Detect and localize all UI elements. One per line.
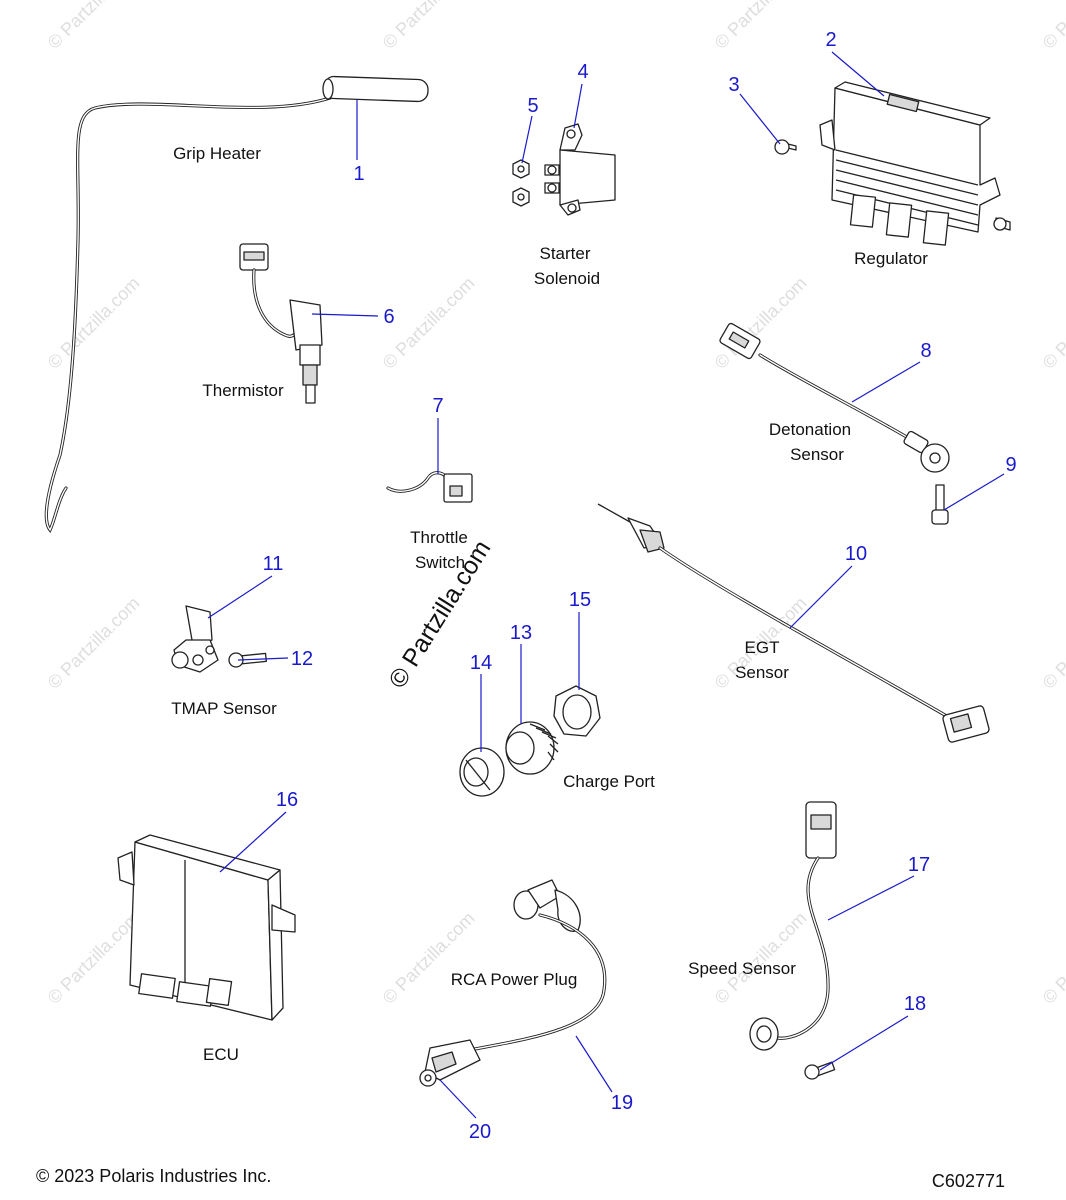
detonation-sensor-part	[719, 322, 950, 473]
watermark: © Partzilla.com	[1039, 908, 1066, 1008]
callout-10: 10	[845, 543, 867, 565]
label-egt-line2: Sensor	[735, 663, 789, 682]
callout-7: 7	[432, 395, 443, 417]
leader-line-8	[851, 361, 921, 403]
charge-port-cap-part-14	[459, 747, 505, 797]
callout-numbers: 1 2 3 4 5 6 7 8 9 10 11 12 13 14 15 16 1…	[263, 29, 1017, 1143]
callout-8: 8	[920, 340, 931, 362]
callout-14: 14	[470, 652, 492, 674]
bolt-part-18	[804, 1061, 836, 1080]
charge-port-part	[505, 721, 559, 775]
label-throttle-line2: Switch	[415, 553, 465, 572]
part-labels: Grip Heater Regulator Starter Solenoid T…	[171, 144, 928, 1064]
watermark: © Partzilla.com	[1039, 593, 1066, 693]
label-egt-line1: EGT	[745, 638, 780, 657]
watermark: © Partzilla.com	[379, 0, 479, 53]
watermark: © Partzilla.com	[44, 273, 144, 373]
label-speed-sensor: Speed Sensor	[688, 959, 796, 978]
watermark: © Partzilla.com	[379, 908, 479, 1008]
watermark: © Partzilla.com	[711, 908, 811, 1008]
egt-sensor-part	[597, 503, 990, 743]
leader-line-16	[219, 811, 287, 873]
leader-line-18	[819, 1015, 909, 1071]
leader-line-2	[831, 51, 885, 97]
throttle-switch-part	[386, 471, 473, 503]
leader-line-6	[311, 313, 379, 317]
label-throttle-line1: Throttle	[410, 528, 468, 547]
callout-15: 15	[569, 589, 591, 611]
callout-11: 11	[263, 553, 284, 575]
callout-9: 9	[1005, 454, 1016, 476]
leader-line-20	[439, 1079, 477, 1119]
label-detonation-line2: Sensor	[790, 445, 844, 464]
leader-line-11	[207, 575, 273, 619]
label-thermistor: Thermistor	[202, 381, 284, 400]
watermark: © Partzilla.com	[44, 908, 144, 1008]
speed-sensor-part	[749, 801, 837, 1051]
nut-part-5	[512, 159, 530, 207]
callout-18: 18	[904, 993, 926, 1015]
callout-2: 2	[825, 29, 836, 51]
label-rca-power-plug: RCA Power Plug	[451, 970, 578, 989]
leader-line-4	[573, 83, 583, 129]
watermark: © Partzilla.com	[1039, 0, 1066, 53]
grip-heater-part	[44, 75, 429, 533]
label-grip-heater: Grip Heater	[173, 144, 261, 163]
label-detonation-line1: Detonation	[769, 420, 851, 439]
copyright-text: © 2023 Polaris Industries Inc.	[36, 1166, 271, 1186]
leader-lines	[207, 51, 1005, 1119]
callout-19: 19	[611, 1092, 633, 1114]
label-starter-line2: Solenoid	[534, 269, 600, 288]
callout-12: 12	[291, 648, 313, 670]
label-tmap: TMAP Sensor	[171, 699, 277, 718]
watermark: © Partzilla.com	[711, 0, 811, 53]
watermark: © Partzilla.com	[1039, 273, 1066, 373]
leader-line-19	[575, 1035, 613, 1093]
label-starter-line1: Starter	[539, 244, 590, 263]
leader-line-17	[827, 875, 915, 921]
callout-6: 6	[383, 306, 394, 328]
watermark: © Partzilla.com	[44, 593, 144, 693]
diagram-code: C602771	[932, 1171, 1005, 1191]
watermark: © Partzilla.com	[711, 273, 811, 373]
leader-line-3	[739, 93, 781, 145]
watermark: © Partzilla.com	[44, 0, 144, 53]
callout-3: 3	[728, 74, 739, 96]
callout-5: 5	[527, 95, 538, 117]
bolt-part-3	[774, 139, 797, 155]
callout-20: 20	[469, 1121, 491, 1143]
leader-line-5	[521, 115, 533, 164]
leader-line-9	[943, 473, 1005, 511]
callout-17: 17	[908, 854, 930, 876]
thermistor-part	[239, 243, 323, 404]
tmap-sensor-part	[171, 605, 219, 673]
label-charge-port: Charge Port	[563, 772, 655, 791]
callout-4: 4	[577, 61, 588, 83]
regulator-part	[819, 81, 1011, 246]
regulator-bolt	[993, 217, 1011, 231]
callout-13: 13	[510, 622, 532, 644]
leader-line-12	[237, 657, 289, 661]
starter-solenoid-part	[544, 123, 616, 216]
charge-port-nut-part-15	[553, 685, 601, 737]
label-ecu: ECU	[203, 1045, 239, 1064]
leader-line-10	[789, 565, 853, 629]
rca-power-plug-part	[424, 879, 607, 1081]
bolt-part-9	[931, 484, 949, 525]
label-regulator: Regulator	[854, 249, 928, 268]
plug-cap-part-20	[419, 1069, 437, 1087]
callout-1: 1	[353, 163, 364, 185]
callout-16: 16	[276, 789, 298, 811]
ecu-part	[117, 834, 296, 1021]
